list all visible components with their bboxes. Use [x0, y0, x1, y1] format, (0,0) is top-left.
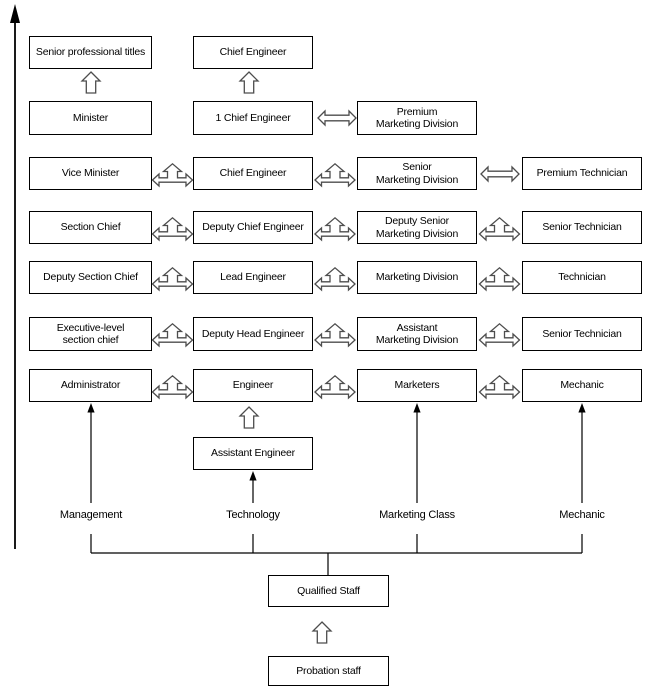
thin-up-arrow-icon — [87, 403, 95, 413]
three-way-arrow-icon — [314, 322, 356, 348]
one-chief-engineer-box: 1 Chief Engineer — [193, 101, 313, 135]
three-way-arrow-icon — [151, 266, 194, 292]
deputy-chief-engineer-box: Deputy Chief Engineer — [193, 211, 313, 244]
minister-box: Minister — [29, 101, 152, 135]
box-label-line: Senior Technician — [542, 327, 622, 340]
technician-box: Technician — [522, 261, 642, 294]
three-way-arrow-icon — [151, 322, 194, 348]
three-way-arrow-icon — [478, 216, 521, 242]
thin-up-arrow-icon — [249, 471, 257, 481]
engineer-box: Engineer — [193, 369, 313, 402]
box-label-line: Vice Minister — [61, 167, 120, 180]
box-label-line: Engineer — [232, 379, 274, 392]
marketers-box: Marketers — [357, 369, 477, 402]
three-way-arrow-icon — [314, 266, 356, 292]
box-label-line: Marketing Division — [375, 118, 459, 130]
senior-professional-titles-box: Senior professional titles — [29, 36, 152, 69]
box-label-line: Probation staff — [296, 664, 361, 677]
chief-engineer-box: Chief Engineer — [193, 157, 313, 190]
box-label-line: Chief Engineer — [219, 46, 287, 59]
block-up-arrow-icon — [311, 621, 333, 644]
box-label-line: Minister — [72, 111, 109, 124]
thin-up-arrow-icon — [413, 403, 421, 413]
box-label-line: Premium Technician — [536, 167, 628, 180]
box-label-line: Marketers — [394, 379, 440, 392]
box-label-line: Administrator — [60, 379, 121, 392]
vice-minister-box: Vice Minister — [29, 157, 152, 190]
probation-staff-box: Probation staff — [268, 656, 389, 686]
three-way-arrow-icon — [478, 374, 521, 400]
column-label-mechanic: Mechanic — [559, 509, 605, 521]
box-label-line: Deputy Senior — [385, 215, 449, 227]
block-up-arrow-icon — [80, 71, 102, 94]
box-label-line: Deputy Section Chief — [43, 271, 138, 284]
box-label-line: Marketing Division — [375, 173, 459, 186]
box-label-line: Deputy Head Engineer — [201, 327, 305, 340]
column-label-management: Management — [59, 509, 123, 521]
box-label-line: Marketing Division — [375, 227, 459, 240]
box-label-line: Mechanic — [560, 379, 604, 392]
marketing-division-box: Marketing Division — [357, 261, 477, 294]
box-label-line: Marketing Division — [375, 334, 459, 346]
box-label-line: Assistant — [396, 321, 438, 334]
three-way-arrow-icon — [314, 162, 356, 188]
deputy-head-engineer-box: Deputy Head Engineer — [193, 317, 313, 351]
three-way-arrow-icon — [478, 322, 521, 348]
premium-technician-box: Premium Technician — [522, 157, 642, 190]
box-label-line: Senior — [402, 161, 432, 173]
three-way-arrow-icon — [151, 162, 194, 188]
three-way-arrow-icon — [478, 266, 521, 292]
box-label-line: 1 Chief Engineer — [215, 111, 291, 124]
assistant-engineer-box: Assistant Engineer — [193, 437, 313, 470]
senior-technician-lower-box: Senior Technician — [522, 317, 642, 351]
box-label-line: Chief Engineer — [219, 167, 287, 180]
box-label-line: Deputy Chief Engineer — [202, 221, 304, 234]
box-label-line: Premium — [396, 105, 438, 118]
box-label-line: Lead Engineer — [220, 271, 286, 284]
double-horizontal-arrow-icon — [317, 109, 357, 127]
block-up-arrow-icon — [238, 406, 260, 429]
column-label-technology: Technology — [226, 509, 280, 521]
lead-engineer-box: Lead Engineer — [193, 261, 313, 294]
deputy-section-chief-box: Deputy Section Chief — [29, 261, 152, 294]
box-label-line: Assistant Engineer — [211, 447, 295, 460]
box-label-line: Senior professional titles — [35, 46, 146, 59]
double-horizontal-arrow-icon — [480, 165, 520, 183]
qualified-staff-box: Qualified Staff — [268, 575, 389, 607]
box-label-line: Senior Technician — [542, 221, 622, 234]
box-label-line: Technician — [558, 271, 606, 284]
block-up-arrow-icon — [238, 71, 260, 94]
box-label-line: section chief — [62, 334, 119, 346]
box-label-line: Section Chief — [60, 221, 121, 234]
three-way-arrow-icon — [314, 374, 356, 400]
senior-technician-upper-box: Senior Technician — [522, 211, 642, 244]
column-label-marketing: Marketing Class — [379, 509, 455, 521]
mechanic-box: Mechanic — [522, 369, 642, 402]
three-way-arrow-icon — [314, 216, 356, 242]
box-label-line: Executive-level — [56, 321, 125, 334]
box-label-line: Qualified Staff — [297, 584, 360, 597]
three-way-arrow-icon — [151, 216, 194, 242]
administrator-box: Administrator — [29, 369, 152, 402]
chief-engineer-header-box: Chief Engineer — [193, 36, 313, 69]
box-label-line: Marketing Division — [375, 271, 459, 284]
left-axis-up-arrow-icon — [10, 4, 20, 23]
thin-up-arrow-icon — [578, 403, 586, 413]
three-way-arrow-icon — [151, 374, 194, 400]
section-chief-box: Section Chief — [29, 211, 152, 244]
